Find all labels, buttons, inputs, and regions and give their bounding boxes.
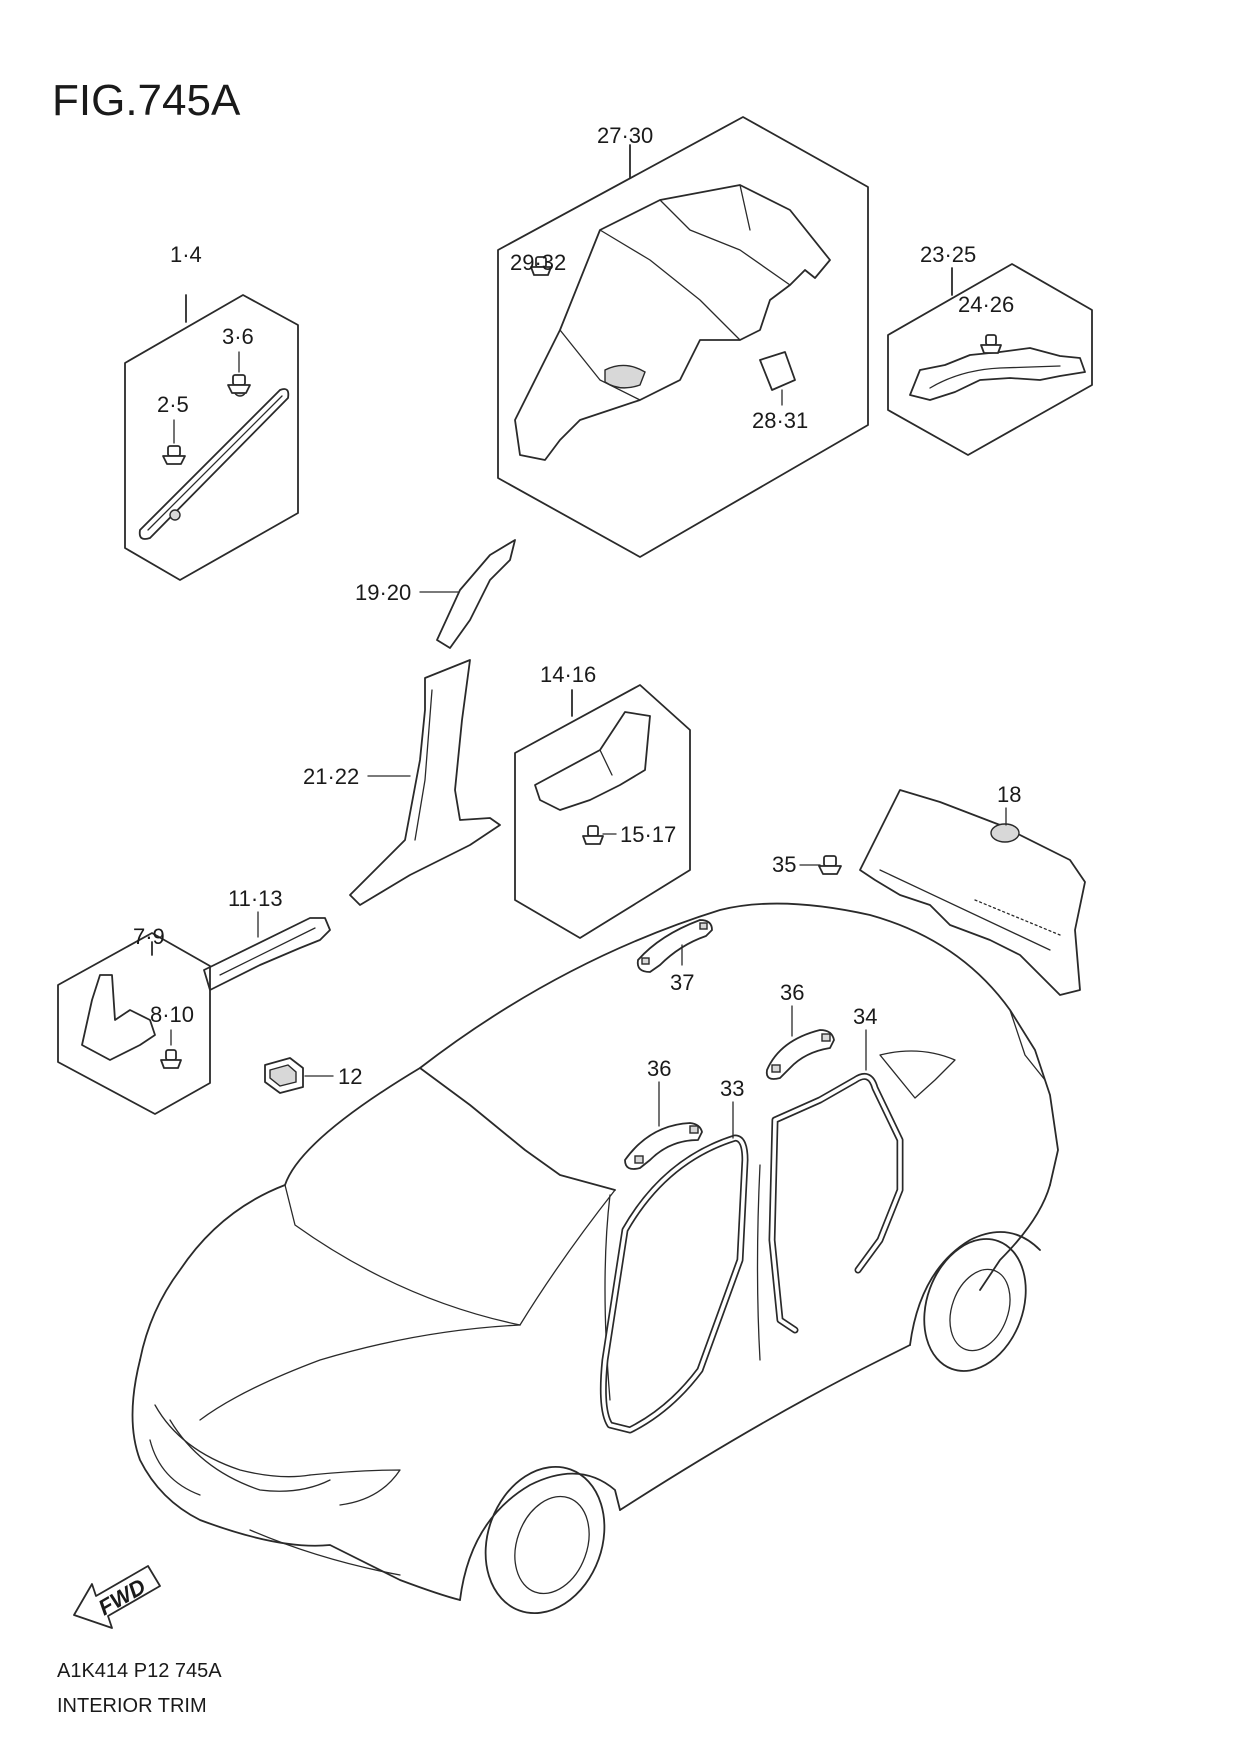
part-36-assist-grip — [765, 1029, 835, 1080]
callout-28-31: 28·31 — [752, 408, 808, 433]
part-36-assist-grip — [624, 1122, 703, 1170]
car-body-outline — [131, 902, 1059, 1615]
callout-14-16: 14·16 — [540, 662, 596, 687]
callout-29-32: 29·32 — [510, 250, 566, 275]
callout-19-20: 19·20 — [355, 580, 411, 605]
group-7-9-kick-panel — [57, 932, 211, 1115]
group-27-30-quarter-trim — [497, 116, 869, 558]
callout-18: 18 — [997, 782, 1021, 807]
callout-11-13: 11·13 — [228, 886, 283, 911]
callout-35: 35 — [772, 852, 796, 877]
callout-37: 37 — [670, 970, 694, 995]
callout-8-10: 8·10 — [150, 1002, 194, 1027]
part-19-20 — [436, 539, 516, 649]
clip-icon — [160, 1049, 182, 1069]
clip-icon — [582, 825, 604, 845]
group-14-16-scuff-trim — [514, 684, 691, 939]
callout-23-25: 23·25 — [920, 242, 976, 267]
figure-title: FIG.745A — [52, 76, 241, 125]
part-21-22-pillar — [349, 659, 501, 906]
clip-icon — [980, 334, 1002, 354]
callout-36-front: 36 — [647, 1056, 671, 1081]
callout-15-17: 15·17 — [620, 822, 676, 847]
callout-24-26: 24·26 — [958, 292, 1014, 317]
callout-21-22: 21·22 — [303, 764, 359, 789]
clip-icon — [530, 256, 552, 276]
part-37-grip — [636, 919, 713, 973]
forward-arrow-icon: FWD — [73, 1565, 161, 1629]
callout-27-30: 27·30 — [597, 123, 653, 148]
part-34-door-seal-rear — [768, 1072, 904, 1334]
callout-12: 12 — [338, 1064, 362, 1089]
clip-35-icon — [818, 855, 842, 875]
group-1-4-pillar-trim — [124, 294, 299, 581]
callout-7-9: 7·9 — [133, 924, 165, 949]
callout-36-rear: 36 — [780, 980, 804, 1005]
clip-icon — [162, 445, 186, 465]
part-18-back-trim — [859, 789, 1086, 996]
callout-3-6: 3·6 — [222, 324, 254, 349]
part-12-switch — [264, 1057, 304, 1094]
callout-33: 33 — [720, 1076, 744, 1101]
callout-1-4: 1·4 — [170, 242, 202, 267]
part-11-13-sill — [203, 917, 331, 991]
clip-icon — [227, 374, 251, 394]
part-33-door-seal-front — [599, 1134, 749, 1434]
figure-caption: INTERIOR TRIM — [57, 1695, 207, 1717]
callout-34: 34 — [853, 1004, 877, 1029]
group-23-25-side-trim — [887, 263, 1093, 456]
callout-2-5: 2·5 — [157, 392, 189, 417]
figure-code: A1K414 P12 745A — [57, 1660, 222, 1682]
